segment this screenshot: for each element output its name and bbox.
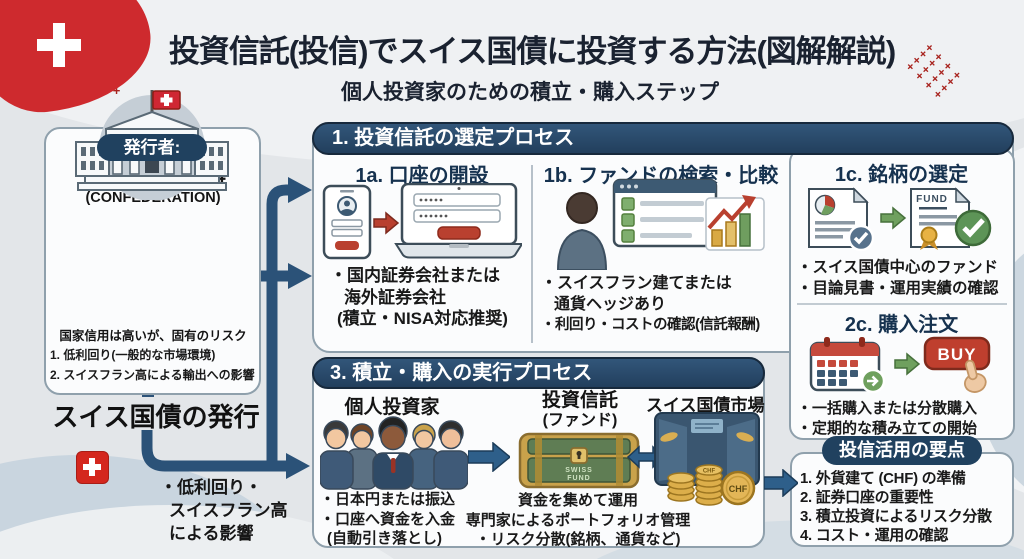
keypoint-item: 4. コスト・運用の確認 xyxy=(800,527,949,544)
section1-banner: 1. 投資信託の選定プロセス xyxy=(312,122,1014,155)
arrow-icon xyxy=(894,352,921,376)
issuer-risk-list: 1. 低利回り(一般的な市場環境) 2. スイスフラン高による輸出への影響 xyxy=(50,345,255,385)
step-1b-notes: ・スイスフラン建てまたは 通貨ヘッジあり ・利回り・コストの確認(信託報酬) xyxy=(541,273,760,336)
note-line: ・定期的な積み立ての開始 xyxy=(797,420,978,437)
check-icon xyxy=(847,224,875,252)
page-title: 投資信託(投信)でスイス国債に投資する方法(図解解説) xyxy=(168,34,896,69)
treasure-chest-icon: SWISS FUND xyxy=(518,432,640,489)
fund-notes: 資金を集めて運用 専門家によるポートフォリオ管理 ・リスク分散(銘柄、通貨など) xyxy=(440,491,716,550)
column-divider xyxy=(531,165,533,343)
chf-coins-icon: CHF CHF xyxy=(654,412,760,506)
section3-banner: 3. 積立・購入の実行プロセス xyxy=(312,357,765,389)
arrow-icon xyxy=(373,211,400,235)
note-line: ・一括購入または分散購入 xyxy=(797,400,978,417)
step-1c-title: 1c. 銘柄の選定 xyxy=(834,164,969,186)
step-1a-title: 1a. 口座の開設 xyxy=(355,165,489,187)
coin-label: CHF xyxy=(729,484,748,494)
calendar-icon xyxy=(809,337,886,394)
risk-item: 2. スイスフラン高による輸出への影響 xyxy=(50,368,255,382)
note-line: ・目論見書・運用実績の確認 xyxy=(797,280,999,297)
impact-note: ・低利回り・ スイスフラン高 による影響 xyxy=(160,476,288,545)
step-1b-title: 1b. ファンドの検索・比較 xyxy=(543,165,779,187)
buy-button-illustration: BUY xyxy=(923,336,991,371)
note-line: ・スイス国債中心のファンド xyxy=(797,259,999,276)
note-line: ・スイスフラン建てまたは xyxy=(541,275,732,292)
note-line: ・リスク分散(銘柄、通貨など) xyxy=(475,531,681,548)
coin-label-small: CHF xyxy=(703,469,716,475)
fund-document-icon: FUND xyxy=(910,187,992,250)
arrow-icon xyxy=(880,206,907,230)
issuer-risk-title: 国家信用は高いが、固有のリスク xyxy=(59,329,247,343)
keypoint-item: 2. 証券口座の重要性 xyxy=(800,489,934,506)
step-2c-notes: ・一括購入または分散購入 ・定期的な積み立ての開始 xyxy=(797,399,977,439)
keypoint-item: 3. 積立投資によるリスク分散 xyxy=(800,508,992,525)
fund-label: FUND xyxy=(916,194,948,205)
swiss-cross-icon xyxy=(76,451,109,484)
note-line: 海外証券会社 xyxy=(344,287,446,307)
fund-search-illustration xyxy=(556,178,765,270)
keypoints-box xyxy=(790,452,1014,547)
note-line: ・国内証券会社または xyxy=(330,266,500,285)
impact-line: スイスフラン高 xyxy=(169,501,288,520)
page-subtitle: 個人投資家のための積立・購入ステップ xyxy=(341,81,719,104)
ribbon-icon xyxy=(920,226,938,250)
phone-icon xyxy=(322,184,372,260)
note-line: 資金を集めて運用 xyxy=(517,492,638,509)
step-2c-title: 2c. 購入注文 xyxy=(844,314,959,336)
keypoint-item: 1. 外貨建て (CHF) の準備 xyxy=(800,470,966,487)
keypoints-title-pill: 投信活用の要点 xyxy=(822,436,982,465)
laptop-icon xyxy=(394,183,522,259)
fund-subtitle: (ファンド) xyxy=(542,412,618,429)
right-arrow-icon xyxy=(764,469,798,497)
investors-title: 個人投資家 xyxy=(344,397,440,418)
note-line: 通貨ヘッジあり xyxy=(554,296,667,313)
right-arrow-icon xyxy=(468,442,510,472)
swiss-cross-logo xyxy=(34,20,84,70)
purchase-order-illustration: BUY xyxy=(809,336,991,394)
market-title: スイス国債市場 xyxy=(646,396,765,415)
note-line: ・口座へ資金を入金 xyxy=(320,510,456,528)
fund-title: 投資信託 xyxy=(541,390,618,411)
risk-item: 1. 低利回り(一般的な市場環境) xyxy=(50,348,216,362)
step-1c-notes: ・スイス国債中心のファンド ・目論見書・運用実績の確認 xyxy=(797,257,999,299)
note-line: (自動引き落とし) xyxy=(327,530,442,547)
hand-pointer-icon xyxy=(964,359,987,393)
step-1a-notes: ・国内証券会社または 海外証券会社 (積立・NISA対応推奨) xyxy=(330,265,508,330)
chest-label: FUND xyxy=(567,475,590,482)
investors-group-icon xyxy=(320,416,468,490)
check-icon xyxy=(954,209,992,247)
bond-issue-label: スイス国債の発行 xyxy=(52,402,260,432)
row-divider xyxy=(797,303,1007,305)
note-line: (積立・NISA対応推奨) xyxy=(337,309,508,328)
impact-line: ・低利回り・ xyxy=(160,478,262,497)
note-line: ・利回り・コストの確認(信託報酬) xyxy=(541,317,760,333)
flag-icon xyxy=(152,90,181,110)
bar-chart-icon xyxy=(705,195,765,251)
fund-selection-illustration: FUND xyxy=(808,187,992,252)
investors-notes: ・日本円または振込 ・口座へ資金を入金 (自動引き落とし) xyxy=(320,490,455,549)
keypoints-list: 1. 外貨建て (CHF) の準備 2. 証券口座の重要性 3. 積立投資による… xyxy=(800,469,992,545)
impact-line: による影響 xyxy=(169,524,254,543)
account-opening-illustration xyxy=(322,183,522,260)
person-icon xyxy=(556,192,608,270)
issuer-badge: 発行者: xyxy=(97,134,207,161)
browser-window-icon xyxy=(612,178,718,248)
note-line: 専門家によるポートフォリオ管理 xyxy=(465,511,691,529)
note-line: ・日本円または振込 xyxy=(320,491,456,508)
document-icon xyxy=(808,187,875,252)
chest-label: SWISS xyxy=(565,467,593,474)
buy-label: BUY xyxy=(938,345,977,364)
